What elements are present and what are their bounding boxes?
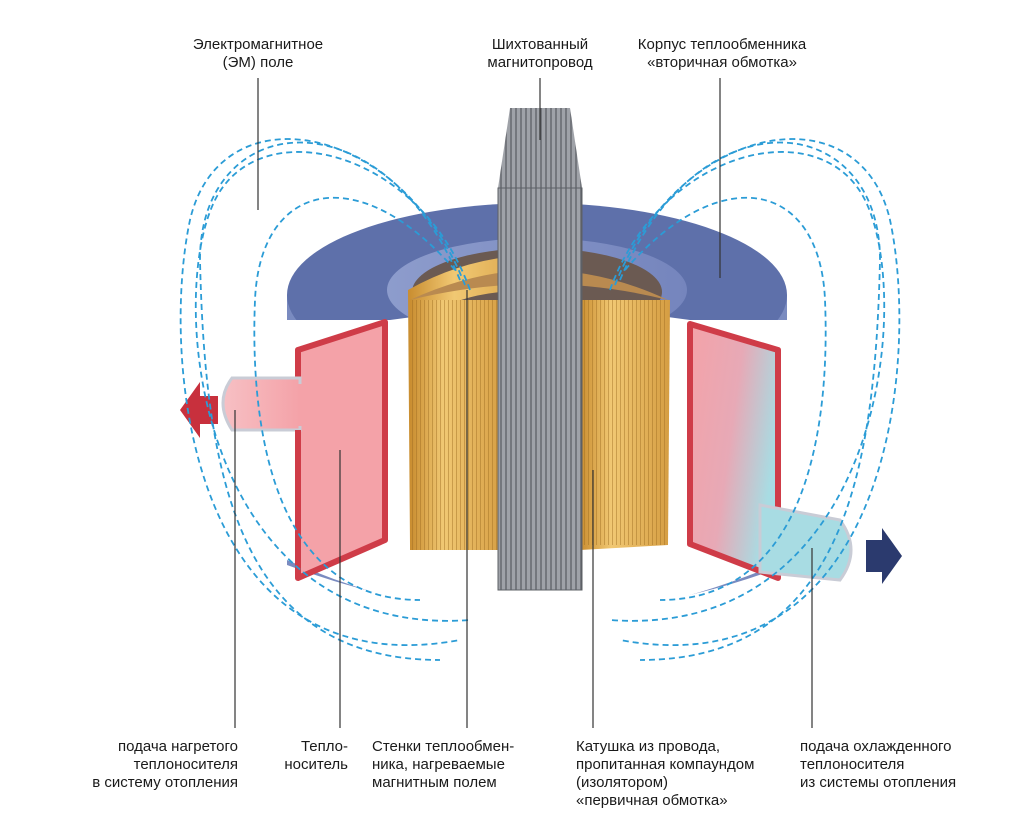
label-walls: Стенки теплообмен- ника, нагреваемые маг… bbox=[372, 738, 515, 791]
laminated-core bbox=[497, 108, 583, 591]
field-line-left-1 bbox=[194, 151, 471, 622]
label-em-field: Электромагнитное (ЭМ) поле bbox=[192, 36, 324, 71]
label-housing: Корпус теплообменника «вторичная обмотка… bbox=[637, 36, 807, 71]
cold-inlet-pipe bbox=[758, 503, 853, 582]
cold-inlet-arrow bbox=[866, 528, 902, 584]
leader-lines bbox=[234, 78, 813, 728]
left-coolant-chamber bbox=[221, 319, 388, 581]
label-coil: Катушка из провода, пропитанная компаунд… bbox=[576, 738, 755, 809]
field-line-right-1 bbox=[609, 151, 886, 622]
right-coolant-chamber bbox=[687, 321, 853, 582]
label-cold-inlet: подача охлажденного теплоносителя из сис… bbox=[800, 738, 957, 791]
core-body bbox=[498, 188, 582, 590]
label-coolant: Тепло- носитель bbox=[284, 738, 348, 773]
field-line-left-3 bbox=[199, 141, 461, 661]
core-top bbox=[498, 108, 582, 188]
label-hot-outlet: подача нагретого теплоносителя в систему… bbox=[92, 738, 238, 791]
hot-outlet-pipe bbox=[221, 376, 302, 432]
label-core: Шихтованный магнитопровод bbox=[487, 36, 593, 71]
